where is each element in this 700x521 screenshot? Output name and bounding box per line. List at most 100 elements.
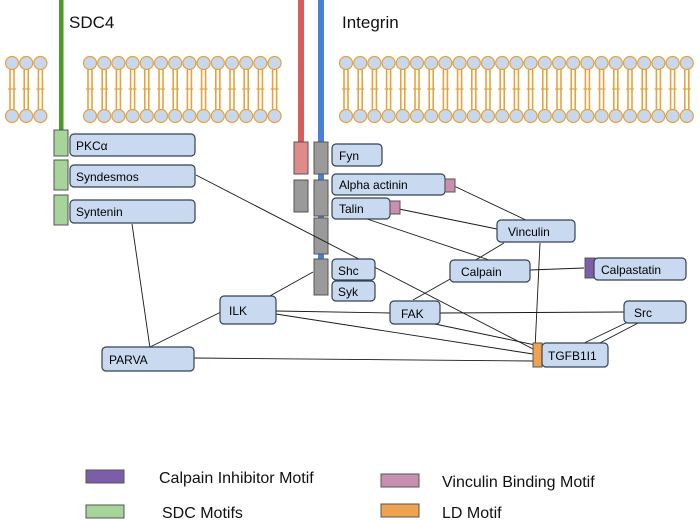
edge-talin-calpain (363, 217, 493, 262)
node-calpain: Calpain (449, 259, 531, 283)
interaction-edges (131, 174, 641, 362)
integrin-alpha-chain (298, 0, 304, 148)
node-syk-label: Syk (338, 285, 359, 299)
edge-vinculin-calpain (473, 242, 505, 262)
edge-calpain-calpastatin (529, 267, 585, 271)
legend-swatch-calpain-inhibitor (85, 469, 125, 484)
legend-label-vinculin-binding: Vinculin Binding Motif (442, 474, 595, 491)
lipid-head (139, 55, 154, 71)
lipid-head (338, 108, 354, 124)
lipid-head (651, 108, 666, 124)
ld-motif (532, 342, 543, 368)
lipid-head (509, 108, 524, 124)
lipid-head (267, 108, 282, 124)
vinculin-binding-motif-talin (389, 200, 401, 215)
lipid-head (19, 55, 34, 71)
node-ilk: ILK (219, 295, 277, 325)
lipid-head (253, 108, 268, 124)
cell-membrane (4, 55, 694, 124)
lipid-head (622, 55, 638, 71)
node-talin-label: Talin (339, 202, 364, 216)
lipid-head (395, 108, 410, 124)
lipid-head (224, 108, 240, 124)
lipid-head (125, 55, 140, 71)
lipid-head (395, 55, 410, 71)
lipid-head (537, 55, 552, 71)
edge-parva-tgfb1i1 (193, 357, 534, 362)
integrin-beta-chain (318, 0, 324, 264)
lipid-head (224, 55, 240, 71)
lipid-head (637, 108, 652, 124)
lipid-head (622, 108, 638, 124)
integrin-beta-motif-3 (313, 217, 329, 255)
lipid-head (551, 55, 567, 71)
lipid-head (4, 108, 20, 124)
lipid-head (438, 108, 453, 124)
node-parva-label: PARVA (109, 353, 148, 367)
lipid-head (381, 108, 396, 124)
lipid-head (679, 108, 694, 124)
node-syndesmos: Syndesmos (69, 164, 196, 188)
legend-label-sdc-motifs: SDC Motifs (162, 505, 243, 521)
lipid-head (19, 108, 34, 124)
node-tgfb1i1-label: TGFB1I1 (548, 349, 597, 363)
lipid-head (594, 108, 609, 124)
lipid-head (580, 108, 595, 124)
edge-ilk-tgfb1i1 (275, 313, 534, 355)
lipid-head (608, 55, 623, 71)
lipid-head (480, 108, 496, 124)
integrin-alpha-motif-red (293, 141, 309, 175)
edge-alpha-actinin-vinculin (453, 185, 529, 222)
lipid-head (665, 108, 680, 124)
edge-ilk-fak (275, 310, 391, 314)
lipid-head (566, 55, 581, 71)
lipid-head (438, 55, 453, 71)
lipid-head (466, 55, 481, 71)
legend-label-calpain-inhibitor: Calpain Inhibitor Motif (159, 470, 314, 487)
lipid-head (4, 55, 20, 71)
edge-syntenin-parva (131, 223, 151, 349)
node-calpastatin: Calpastatin (593, 257, 687, 281)
legend-swatch-sdc-motifs (85, 504, 125, 519)
node-calpastatin-label: Calpastatin (601, 263, 661, 277)
lipid-head (338, 55, 354, 71)
lipid-head (82, 55, 98, 71)
legend-swatch-ld-motif (380, 503, 420, 518)
node-shc-label: Shc (338, 264, 359, 278)
node-syk: Syk (331, 280, 376, 302)
sdc-motif-1 (53, 129, 69, 157)
lipid-head (665, 55, 680, 71)
edge-src-tgfb1i1 (577, 321, 629, 347)
lipid-head (409, 55, 425, 71)
lipid-head (495, 108, 510, 124)
lipid-head (480, 55, 496, 71)
lipid-head (196, 108, 211, 124)
node-src-label: Src (634, 306, 652, 320)
lipid-head (33, 108, 48, 124)
node-vinculin-label: Vinculin (508, 225, 550, 239)
lipid-head (580, 55, 595, 71)
node-syndesmos-label: Syndesmos (76, 170, 139, 184)
lipid-head (139, 108, 154, 124)
integrin-title: Integrin (342, 13, 399, 32)
integrin-beta-motif-4 (313, 258, 329, 296)
edge-parva-ilk (147, 309, 226, 349)
lipid-head (466, 108, 481, 124)
legend-swatch-vinculin-binding (380, 473, 420, 488)
node-pkca: PKCα (69, 133, 196, 157)
lipid-head (523, 108, 538, 124)
lipid-head (267, 55, 282, 71)
lipid-head (168, 55, 183, 71)
lipid-head (424, 108, 439, 124)
lipid-head (239, 55, 254, 71)
lipid-head (153, 55, 169, 71)
edge-fak-calpain (412, 277, 453, 301)
lipid-head (33, 55, 48, 71)
lipid-head (509, 55, 524, 71)
integrin-beta-motif-1 (313, 141, 329, 175)
lipid-head (210, 55, 225, 71)
lipid-head (679, 55, 694, 71)
vinculin-binding-motif-alpha-actinin (444, 178, 456, 193)
sdc-motif-3 (53, 194, 69, 226)
node-fyn: Fyn (331, 143, 383, 167)
